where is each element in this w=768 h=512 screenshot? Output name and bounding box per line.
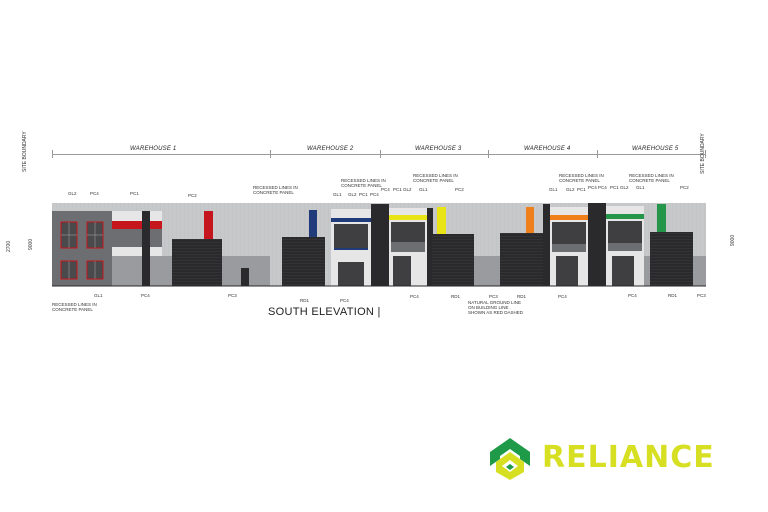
material-tag: GL2 (348, 192, 357, 197)
material-tag: RD1 (451, 294, 461, 299)
dimension-line (52, 154, 706, 155)
note-line: CONCRETE PANEL (413, 178, 454, 183)
note-line: CONCRETE PANEL (629, 178, 670, 183)
note-recessed-lines: RECESSED LINES IN CONCRETE PANEL (559, 173, 604, 183)
material-tag: GL1 (94, 293, 103, 298)
material-tag: PC4 (381, 187, 390, 192)
reliance-logo-text: RELIANCE (542, 440, 715, 475)
material-tag: PC1 (393, 187, 402, 192)
note-line: CONCRETE PANEL (341, 183, 382, 188)
note-recessed-lines: RECESSED LINES IN CONCRETE PANEL (629, 173, 674, 183)
material-tag: PC3 (489, 294, 498, 299)
dimension-tick (597, 150, 598, 158)
warehouse-label: WAREHOUSE 5 (632, 146, 679, 152)
note-line: SHOWN AS RED DASHED (468, 310, 524, 315)
warehouse-label: WAREHOUSE 4 (524, 146, 571, 152)
note-line: RECESSED LINES IN (629, 173, 674, 178)
material-tag: PC4 (558, 294, 567, 299)
material-tag: PC2 (680, 185, 689, 190)
material-tag: PC1 (359, 192, 368, 197)
material-tag: RD1 (300, 298, 310, 303)
note-line: RECESSED LINES IN (52, 302, 97, 307)
note-line: CONCRETE PANEL (559, 178, 600, 183)
material-tag: PC4 (598, 185, 607, 190)
reliance-logo: RELIANCE (490, 436, 714, 482)
material-tag: GL1 (636, 185, 645, 190)
dimension-tick (270, 150, 271, 158)
material-tag: PC4 (370, 192, 379, 197)
note-line: RECESSED LINES IN (253, 185, 298, 190)
note-recessed-lines: RECESSED LINES IN CONCRETE PANEL (253, 185, 298, 195)
warehouse-label: WAREHOUSE 3 (415, 146, 462, 152)
material-tag: GL1 (333, 192, 342, 197)
dimension-tick (380, 150, 381, 158)
note-line: NATURAL GROUND LINE (468, 300, 522, 305)
material-tag: GL2 (68, 191, 77, 196)
material-tag: PC1 (130, 191, 139, 196)
note-line: RECESSED LINES IN (559, 173, 604, 178)
note-line: ON BUILDING LINE (468, 305, 509, 310)
note-line: CONCRETE PANEL (52, 307, 93, 312)
material-tag: PC4 (410, 294, 419, 299)
material-tag: GL1 (419, 187, 428, 192)
reliance-logo-mark-icon (490, 438, 530, 480)
material-tag: GL2 (566, 187, 575, 192)
material-tag: PC1 (577, 187, 586, 192)
material-tag: GL2 (620, 185, 629, 190)
dimension-tick (52, 150, 53, 158)
note-natural-ground: NATURAL GROUND LINE ON BUILDING LINE SHO… (468, 300, 523, 315)
drawing-title: SOUTH ELEVATION | (268, 306, 381, 318)
material-tag: PC3 (228, 293, 237, 298)
note-recessed-lines: RECESSED LINES IN CONCRETE PANEL (341, 178, 386, 188)
material-tag: PC3 (697, 293, 706, 298)
material-tag: GL2 (403, 187, 412, 192)
note-recessed-lines: RECESSED LINES IN CONCRETE PANEL (52, 302, 97, 312)
material-tag: PC4 (141, 293, 150, 298)
dimension-tick (705, 150, 706, 158)
material-tag: PC4 (628, 293, 637, 298)
material-tag: PC4 (90, 191, 99, 196)
dimension-tick (488, 150, 489, 158)
warehouse-label: WAREHOUSE 2 (307, 146, 354, 152)
material-tag: PC2 (455, 187, 464, 192)
note-line: CONCRETE PANEL (253, 190, 294, 195)
building-facade (52, 203, 706, 287)
material-tag: PC2 (188, 193, 197, 198)
elevation-drawing: WAREHOUSE 1 WAREHOUSE 2 WAREHOUSE 3 WARE… (6, 131, 736, 318)
warehouse-label: WAREHOUSE 1 (130, 146, 177, 152)
material-tag: PC4 (340, 298, 349, 303)
note-recessed-lines: RECESSED LINES IN CONCRETE PANEL (413, 173, 458, 183)
material-tag: PC4 (588, 185, 597, 190)
material-tag: RD1 (517, 294, 527, 299)
material-tag: GL1 (549, 187, 558, 192)
material-tag: RD1 (668, 293, 678, 298)
note-line: RECESSED LINES IN (413, 173, 458, 178)
material-tag: PC1 (610, 185, 619, 190)
note-line: RECESSED LINES IN (341, 178, 386, 183)
